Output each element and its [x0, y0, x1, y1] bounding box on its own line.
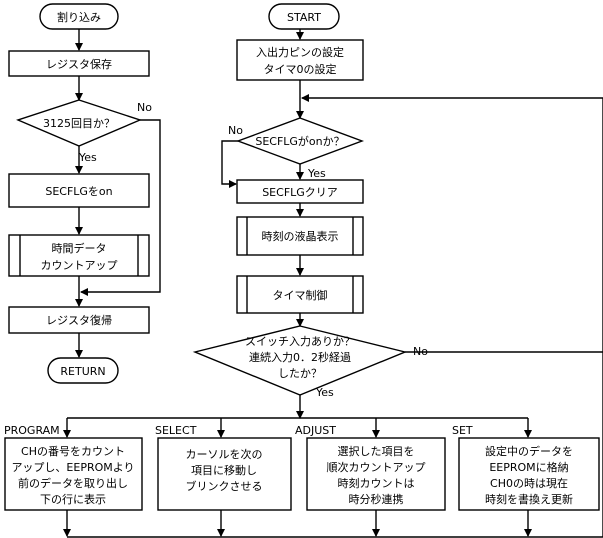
decision-3125-no-label: No	[137, 101, 152, 114]
branch-set-box	[458, 437, 600, 511]
clear-secflg-label: SECFLGクリア	[262, 186, 338, 199]
init-label-line1: 入出力ピンの設定	[256, 45, 344, 59]
lcd-display-label: 時刻の液晶表示	[262, 229, 339, 243]
branch-program-title: PROGRAM	[4, 424, 60, 437]
branch-program-line: CHの番号をカウント	[21, 445, 125, 458]
clear-secflg-box	[236, 179, 364, 204]
branch-program-line: 下の行に表示	[40, 492, 106, 506]
save-registers-box	[8, 50, 150, 77]
switch-yes-label: Yes	[315, 386, 334, 399]
decision-3125-yes-label: Yes	[78, 151, 97, 164]
branch-select-title: SELECT	[155, 424, 197, 437]
branch-set-line: EEPROMに格納	[489, 460, 568, 474]
branch-adjust-box	[306, 437, 446, 511]
switch-label-line2: 連続入力0．2秒経過	[249, 350, 351, 364]
branch-select-line: 項目に移動し	[191, 463, 257, 477]
start-terminal	[268, 3, 340, 30]
return-terminal	[47, 357, 119, 384]
init-box	[236, 39, 364, 81]
decision-secflg-no-label: No	[228, 124, 243, 137]
branch-set-line: 設定中のデータを	[485, 444, 573, 458]
set-secflg-label: SECFLGをon	[45, 185, 112, 198]
arrow-switch-no-loop	[301, 94, 603, 353]
branch-select-line: ブリンクさせる	[186, 479, 263, 493]
branch-program-line: アップし、EEPROMより	[11, 461, 134, 474]
count-up-box	[8, 234, 150, 277]
set-secflg-box	[8, 173, 150, 208]
decision-3125-label: 3125回目か？	[43, 117, 115, 130]
timer-control-box	[236, 275, 364, 314]
arrow-secflg-no	[221, 140, 238, 188]
branch-set-title: SET	[452, 424, 473, 437]
branch-adjust-line: 選択した項目を	[338, 444, 415, 458]
interrupt-label: 割り込み	[57, 10, 101, 24]
decision-secflg-label: SECFLGがonか？	[255, 134, 344, 148]
switch-label-line1: スイッチ入力ありか？	[245, 335, 355, 348]
branch-adjust-title: ADJUST	[295, 424, 336, 437]
branch-set-line: CH0の時は現在	[490, 477, 568, 490]
count-up-label-line1: 時間データ	[52, 241, 107, 255]
decision-switch	[192, 325, 408, 396]
branch-program-line: 前のデータを取り出し	[18, 476, 128, 490]
decision-secflg-yes-label: Yes	[307, 167, 326, 180]
start-label: START	[287, 11, 321, 24]
branch-adjust-line: 時刻カウントは	[338, 476, 415, 490]
switch-label-line3: したか？	[278, 367, 322, 380]
decision-secflg	[235, 117, 365, 165]
branch-select-line: カーソルを次の	[186, 447, 263, 461]
return-label: RETURN	[60, 365, 105, 378]
switch-no-label: No	[413, 345, 428, 358]
branch-adjust-line: 時分秒連携	[349, 492, 404, 506]
interrupt-terminal	[39, 3, 119, 30]
restore-registers-box	[8, 306, 150, 334]
count-up-label-line2: カウントアップ	[41, 259, 118, 272]
save-registers-label: レジスタ保存	[46, 57, 112, 71]
decision-3125	[16, 99, 142, 147]
timer-control-label: タイマ制御	[273, 288, 328, 302]
branch-set-line: 時刻を書換え更新	[485, 492, 573, 506]
restore-registers-label: レジスタ復帰	[46, 314, 112, 327]
init-label-line2: タイマ0の設定	[264, 62, 337, 76]
branch-program-box	[4, 437, 143, 511]
arrow-decision-no	[80, 119, 161, 296]
lcd-display-box	[236, 216, 364, 256]
branch-select-box	[157, 437, 292, 511]
branch-adjust-line: 順次カウントアップ	[327, 460, 426, 474]
